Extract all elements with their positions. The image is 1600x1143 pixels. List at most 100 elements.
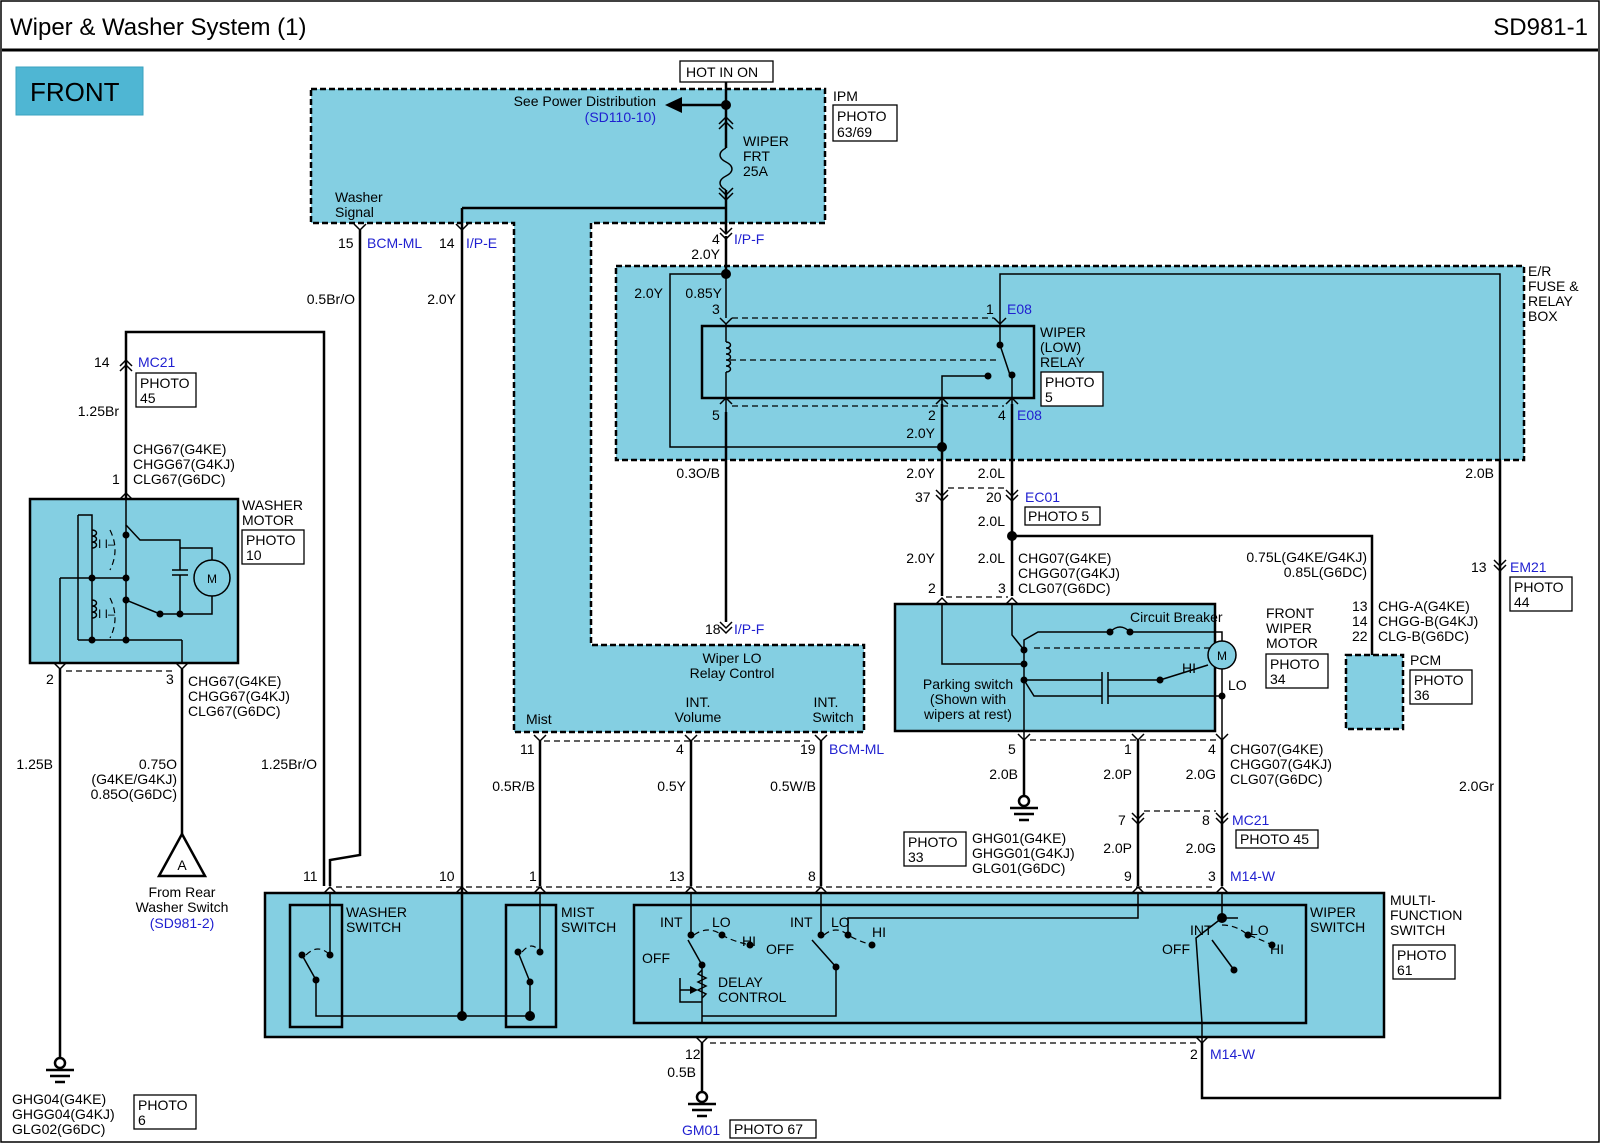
page-title: Wiper & Washer System (1) (10, 14, 307, 41)
washer-switch-label-2: SWITCH (346, 919, 401, 935)
chg67-bot-name-1: CHG67 (188, 673, 235, 689)
conn-m14-3-name: M14-W (1230, 868, 1276, 884)
chg67-top-eng-3: (G6DC) (177, 471, 225, 487)
fuse-label-1: WIPER (743, 133, 789, 149)
front-motor-hi: HI (1182, 660, 1196, 676)
junction-mist (525, 1011, 535, 1021)
pin-wm-3: 3 (166, 671, 174, 687)
parking-2: (Shown with (930, 691, 1006, 707)
pin-pcm-13: 13 (1352, 598, 1368, 614)
wire-label-20gr: 2.0Gr (1459, 778, 1494, 794)
chg67-top-name-2: CHGG67 (133, 456, 191, 472)
ghg04-2: GHGG04(G4KJ) (12, 1106, 115, 1122)
conn-bcm-4 (684, 734, 698, 743)
mfs-top-connectors (323, 885, 1229, 894)
wire-label-075l: 0.75L(G4KE/G4KJ) (1246, 549, 1367, 565)
ground-ghg04 (46, 1056, 74, 1084)
pcm-label: PCM (1410, 652, 1441, 668)
chg67-top-3: CLG67(G6DC) (133, 471, 226, 487)
mist-switch-label-1: MIST (561, 904, 595, 920)
ws-int-1: INT (660, 914, 683, 930)
ground-gm01 (688, 1090, 716, 1118)
wire-label-20y-fm: 2.0Y (906, 550, 935, 566)
pcm-photo-2: 36 (1414, 687, 1430, 703)
ghg01-3: GLG01(G6DC) (972, 860, 1065, 876)
wire-125br (124, 330, 326, 886)
wire-label-125bro: 1.25Br/O (261, 756, 317, 772)
conn-ipm-14-name: I/P-E (466, 235, 497, 251)
mist-switch-contacts (462, 893, 544, 1017)
wire-label-20b-em: 2.0B (1465, 465, 1494, 481)
pin-mfs-1: 1 (529, 868, 537, 884)
front-motor-internals: M (935, 596, 1237, 740)
pin-ec01-20: 20 (986, 489, 1002, 505)
conn-ipf-18 (719, 621, 733, 635)
ws-int-3: INT (1190, 922, 1213, 938)
conn-mfs-2 (1195, 1036, 1209, 1045)
ws-delay-2: CONTROL (718, 989, 787, 1005)
front-badge (15, 66, 144, 116)
wire-label-075o: 0.75O (139, 756, 177, 772)
ipm-photo-line1: PHOTO (837, 108, 887, 124)
rear-washer-from-1: From Rear (149, 884, 216, 900)
wire-label-05wb: 0.5W/B (770, 778, 816, 794)
fuse-wiper-frt (719, 147, 733, 191)
rear-washer-from-2: Washer Switch (136, 899, 229, 915)
ipm-bcm-area (309, 87, 866, 734)
wire-label-20y-a: 2.0Y (634, 285, 663, 301)
chg-pcm-eng-1: (G4KE) (1423, 598, 1470, 614)
chg07-bot-group: CHG07(G4KE) CHGG07(G4KJ) CLG07(G6DC) (1230, 741, 1332, 787)
ghg04-eng-1: (G4KE) (59, 1091, 106, 1107)
wire-label-125br: 1.25Br (78, 403, 120, 419)
chg07-top-eng-3: (G6DC) (1062, 580, 1110, 596)
chg67-top-name-1: CHG67 (133, 441, 180, 457)
chg07-bot-3: CLG07(G6DC) (1230, 771, 1323, 787)
ws-off-2: OFF (766, 941, 794, 957)
ghg04-name-3: GLG02 (12, 1121, 57, 1137)
wire-label-20g-b: 2.0G (1186, 840, 1216, 856)
wire-label-20l-node: 2.0L (978, 513, 1005, 529)
ipm-label: IPM (833, 88, 858, 104)
wire-label-05b: 0.5B (667, 1064, 696, 1080)
wire-label-20p-b: 2.0P (1103, 840, 1132, 856)
conn-mc21-14-name: MC21 (138, 354, 176, 370)
conn-em21 (1493, 559, 1507, 573)
mfs-label-3: SWITCH (1390, 922, 1445, 938)
washer-signal-1: Washer (335, 189, 383, 205)
pin-bcm-19: 19 (800, 741, 816, 757)
wire-label-05bro: 0.5Br/O (307, 291, 355, 307)
wire-er-loop (669, 273, 942, 448)
relay-label-3: RELAY (1040, 354, 1086, 370)
chg67-bot-eng-3: (G6DC) (232, 703, 280, 719)
wire-05bro (328, 230, 362, 886)
chg07-bot-name-2: CHGG07 (1230, 756, 1288, 772)
conn-m14-2-name: M14-W (1210, 1046, 1256, 1062)
chg07-top-2: CHGG07(G4KJ) (1018, 565, 1120, 581)
chg-pcm-name-2: CHGG-B (1378, 613, 1434, 629)
chg67-bot-3: CLG67(G6DC) (188, 703, 281, 719)
chg07-top-name-1: CHG07 (1018, 550, 1065, 566)
wire-em21 (1200, 460, 1502, 1100)
chg67-top-eng-1: (G4KE) (180, 441, 227, 457)
wire-to-pcm (1012, 534, 1374, 655)
chg-pcm-1: CHG-A(G4KE) (1378, 598, 1470, 614)
bcm-title-1: Wiper LO (702, 650, 761, 666)
chg07-bot-1: CHG07(G4KE) (1230, 741, 1323, 757)
front-motor-label-2: WIPER (1266, 620, 1312, 636)
rear-washer-letter: A (177, 857, 187, 873)
breaker-label: Circuit Breaker (1130, 609, 1223, 625)
pcm-photo-box (1409, 669, 1473, 705)
ghg04-1: GHG04(G4KE) (12, 1091, 106, 1107)
ghg04-3: GLG02(G6DC) (12, 1121, 105, 1137)
photo33-line2: 33 (908, 849, 924, 865)
chg67-bot-eng-2: (G4KJ) (246, 688, 290, 704)
wire-label-05rb: 0.5R/B (492, 778, 535, 794)
conn-mc21-8-name: MC21 (1232, 812, 1270, 828)
front-label: FRONT (30, 77, 120, 107)
conn-e08-4-name: E08 (1017, 407, 1042, 423)
chg07-bot-eng-1: (G4KE) (1277, 741, 1324, 757)
relay-photo-2: 5 (1045, 389, 1053, 405)
chg07-top-name-3: CLG07 (1018, 580, 1063, 596)
pin-ipm-15: 15 (338, 235, 354, 251)
wiper-switch-contacts (679, 893, 1276, 1042)
